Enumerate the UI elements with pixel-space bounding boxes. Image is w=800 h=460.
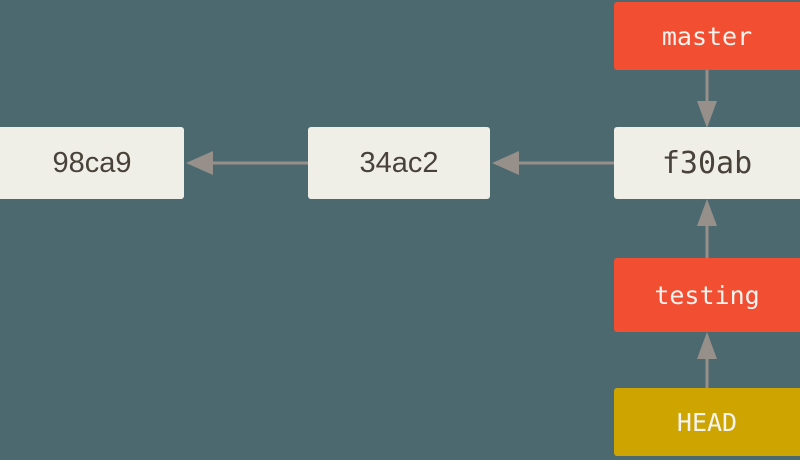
arrow-head-to-testing (697, 332, 717, 388)
branch-label-testing: testing (614, 258, 800, 332)
arrow-34ac2-to-98ca9 (186, 151, 308, 175)
branch-label-master: master (614, 2, 800, 70)
commit-node-34ac2: 34ac2 (308, 127, 490, 199)
commit-node-98ca9: 98ca9 (0, 127, 184, 199)
arrow-f30ab-to-34ac2 (492, 151, 614, 175)
head-label: HEAD (614, 388, 800, 456)
arrow-master-to-f30ab (697, 70, 717, 128)
arrow-testing-to-f30ab (697, 199, 717, 258)
commit-node-f30ab: f30ab (614, 127, 800, 199)
